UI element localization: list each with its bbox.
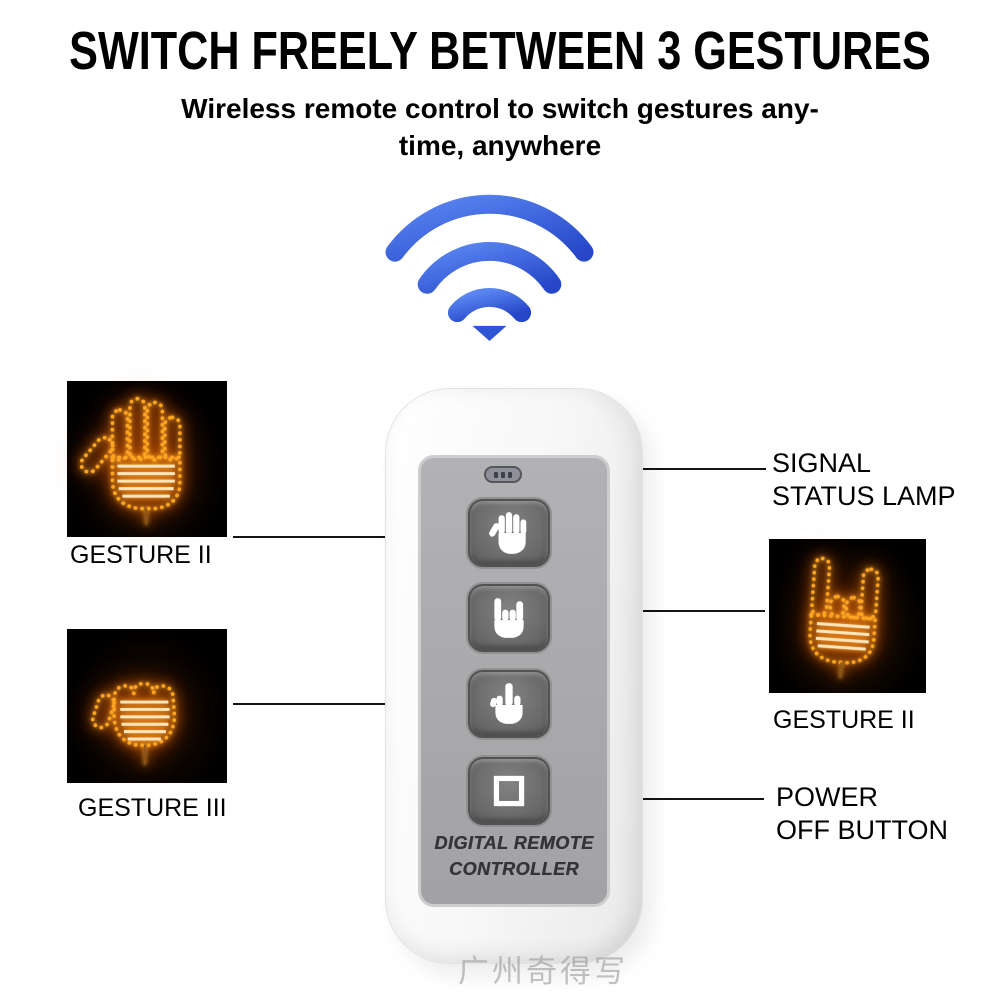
gesture-photo-fist [67, 629, 227, 783]
watermark: 广州奇得写 [458, 954, 628, 989]
wifi-arcs [385, 194, 594, 341]
callout-line-signal-lamp [542, 468, 766, 470]
page-subtitle: Wireless remote control to switch gestur… [0, 90, 1000, 164]
power-off-button-label: POWER OFF BUTTON [776, 781, 948, 847]
signal-label-line-2: STATUS LAMP [772, 481, 956, 511]
subtitle-line-2: time, anywhere [398, 130, 602, 161]
middle-finger-icon [490, 683, 523, 724]
gesture-ii-left-label: GESTURE II [70, 541, 212, 569]
remote-brand-text: DIGITAL REMOTE CONTROLLER [421, 830, 607, 882]
signal-status-lamp-label: SIGNAL STATUS LAMP [772, 447, 956, 513]
remote-panel: DIGITAL REMOTE CONTROLLER [418, 455, 610, 907]
square-icon [493, 775, 525, 807]
page-title: SWITCH FREELY BETWEEN 3 GESTURES [69, 21, 931, 81]
rock-hand-icon [494, 598, 524, 638]
open-palm-led-icon [78, 397, 182, 526]
callout-line-gesture-ii-right [567, 610, 765, 612]
gesture-photo-rock [769, 539, 926, 693]
gesture-ii-right-label: GESTURE II [773, 706, 915, 734]
remote-control: DIGITAL REMOTE CONTROLLER [386, 389, 642, 963]
power-label-line-1: POWER [776, 782, 879, 812]
gesture-iii-label: GESTURE III [78, 794, 227, 822]
rock-gesture-button [468, 584, 550, 652]
palm-gesture-button [468, 499, 550, 567]
power-off-button [468, 757, 550, 825]
rock-led-icon [808, 556, 881, 679]
gesture-photo-open-palm [67, 381, 227, 537]
subtitle-line-1: Wireless remote control to switch gestur… [181, 93, 819, 124]
callout-line-gesture-iii [233, 703, 455, 705]
fist-led-icon [90, 681, 176, 766]
middle-finger-gesture-button [468, 670, 550, 738]
signal-label-line-1: SIGNAL [772, 448, 872, 478]
brand-line-2: CONTROLLER [449, 859, 579, 879]
signal-status-lamp [484, 466, 522, 483]
lamp-segment [494, 471, 498, 478]
callout-line-gesture-ii-left [233, 536, 461, 538]
palm-hand-icon [489, 512, 527, 554]
lamp-segment [508, 471, 512, 478]
callout-line-power-off [558, 798, 764, 800]
lamp-segment [501, 471, 505, 478]
brand-line-1: DIGITAL REMOTE [434, 833, 594, 853]
power-label-line-2: OFF BUTTON [776, 815, 948, 845]
wifi-signal-icon [372, 186, 607, 341]
